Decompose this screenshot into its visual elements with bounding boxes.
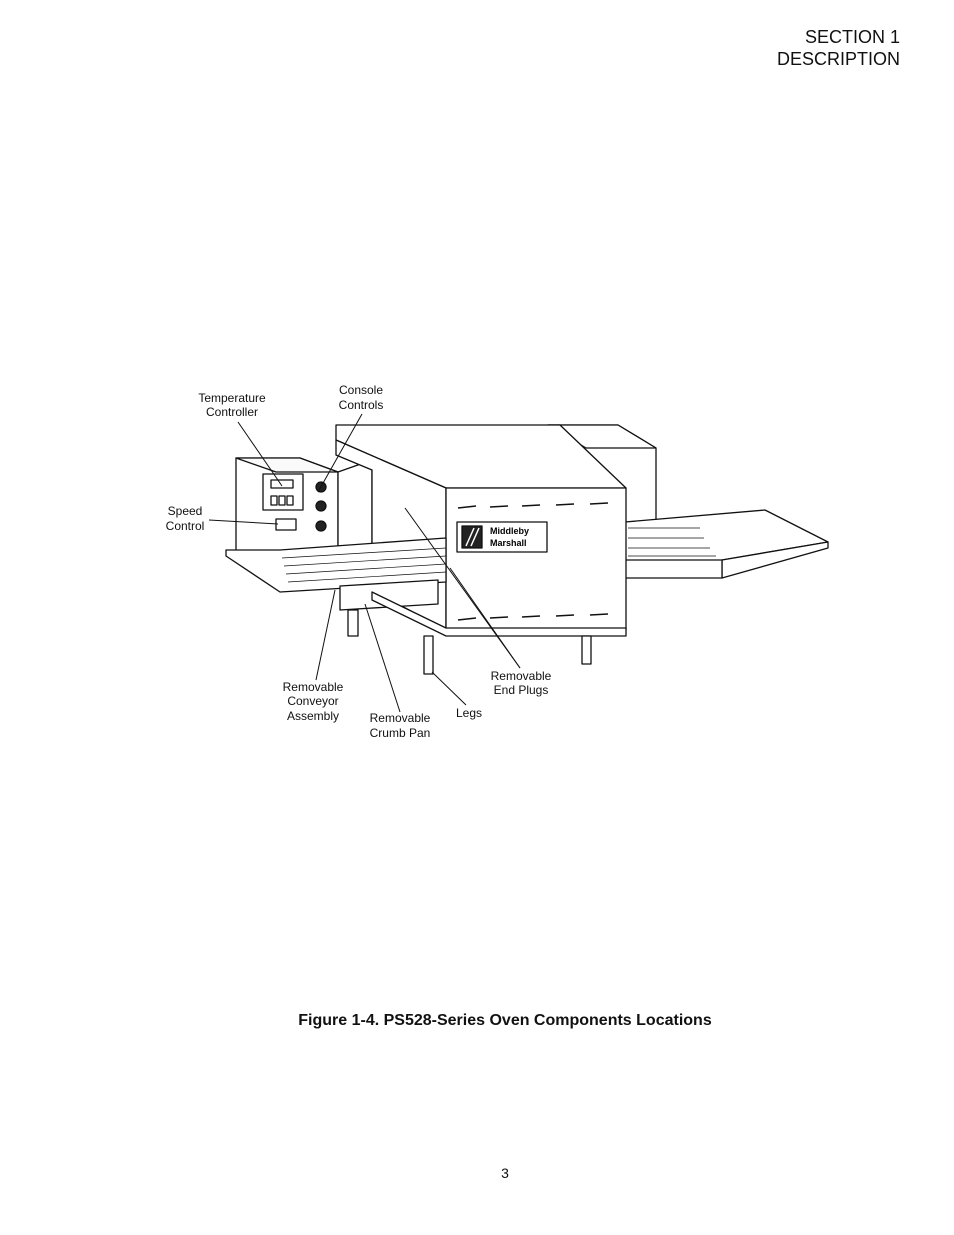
label-removable-end-plugs-line1: Removable <box>491 669 552 683</box>
label-removable-crumb-pan-line1: Removable <box>370 711 431 725</box>
logo-line-1: Middleby <box>490 526 529 536</box>
section-title: DESCRIPTION <box>776 49 900 69</box>
oven-leg <box>347 609 359 637</box>
label-console-controls-line1: Console <box>339 383 383 397</box>
label-removable-end-plugs-line2: End Plugs <box>494 683 549 697</box>
label-removable-crumb-pan-line2: Crumb Pan <box>370 726 431 740</box>
speed-control-switch <box>275 518 297 531</box>
label-speed-control-line2: Control <box>166 519 205 533</box>
label-legs: Legs <box>456 706 482 720</box>
label-temperature-controller-line1: Temperature <box>198 391 266 405</box>
section-number: SECTION 1 <box>804 27 900 47</box>
label-speed-control-line1: Speed <box>168 504 203 518</box>
page-number: 3 <box>501 1165 509 1181</box>
label-removable-conveyor-line3: Assembly <box>287 709 339 723</box>
label-removable-conveyor-line2: Conveyor <box>287 694 338 708</box>
label-console-controls-line2: Controls <box>339 398 384 412</box>
figure-caption: Figure 1-4. PS528-Series Oven Components… <box>298 1012 712 1029</box>
logo-line-2: Marshall <box>490 538 527 548</box>
label-removable-conveyor-line1: Removable <box>283 680 344 694</box>
label-temperature-controller-line2: Controller <box>206 405 258 419</box>
crumb-pan <box>339 579 439 611</box>
oven-illustration: Middleby Marshall Temperature Controller… <box>166 383 829 740</box>
oven-figure: Middleby Marshall Temperature Controller… <box>150 380 850 740</box>
oven-front-panel <box>445 487 627 631</box>
section-header: SECTION 1 DESCRIPTION <box>777 26 900 70</box>
